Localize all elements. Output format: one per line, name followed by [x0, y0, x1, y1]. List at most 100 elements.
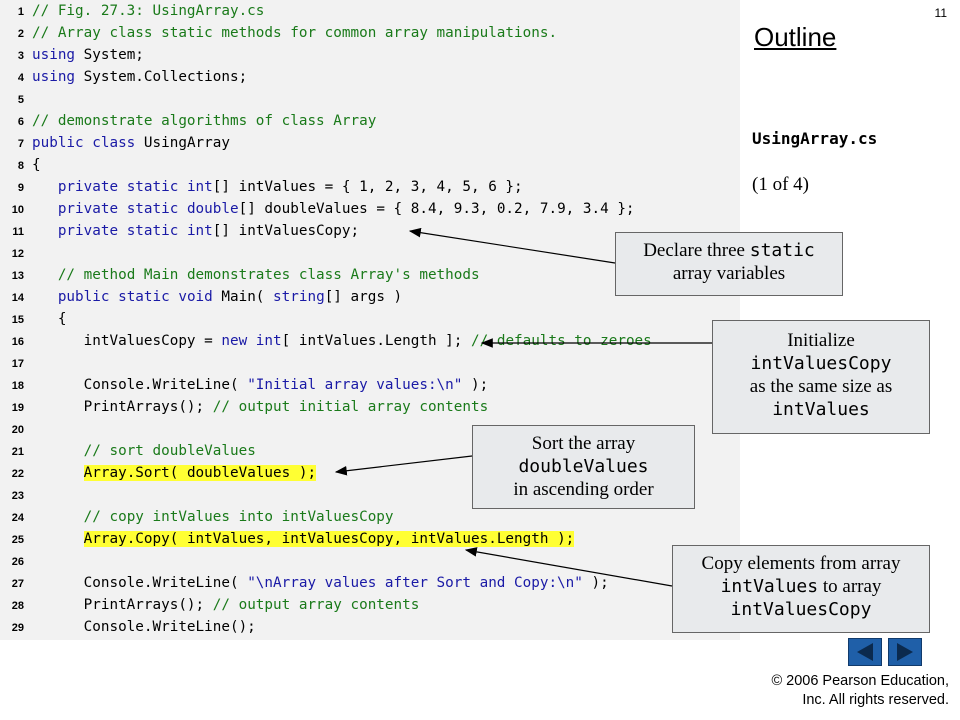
- code-token: // demonstrate algorithms of class Array: [32, 113, 377, 129]
- code-line: 28 PrintArrays(); // output array conten…: [0, 594, 420, 616]
- code-token: [] intValuesCopy;: [212, 223, 360, 239]
- line-number: 7: [17, 138, 24, 150]
- code-line: 24 // copy intValues into intValuesCopy: [0, 506, 394, 528]
- line-number: 28: [11, 600, 24, 612]
- code-line: 13 // method Main demonstrates class Arr…: [0, 264, 480, 286]
- code-line: 10 private static double[] doubleValues …: [0, 198, 635, 220]
- callout-initialize-text2: as the same size as: [749, 376, 893, 397]
- code-text: Console.WriteLine();: [32, 616, 256, 638]
- callout-initialize-text: Initialize: [787, 330, 855, 351]
- code-text: Console.WriteLine( "\nArray values after…: [32, 572, 609, 594]
- line-number: 4: [17, 72, 24, 84]
- line-number: 3: [17, 50, 24, 62]
- code-line: 3 using System;: [0, 44, 144, 66]
- code-token: using: [32, 47, 76, 63]
- code-text: public static void Main( string[] args ): [32, 286, 402, 308]
- code-token: );: [582, 575, 609, 591]
- code-line: 4 using System.Collections;: [0, 66, 247, 88]
- code-text: using System.Collections;: [32, 66, 247, 88]
- code-token: [32, 443, 84, 459]
- code-line: 12: [0, 242, 24, 264]
- code-token: public class: [32, 135, 136, 151]
- next-slide-button[interactable]: [888, 638, 922, 666]
- code-line: 25 Array.Copy( intValues, intValuesCopy,…: [0, 528, 575, 550]
- code-token: PrintArrays();: [32, 399, 213, 415]
- callout-declare-text2: array variables: [672, 263, 786, 284]
- code-token: private static int: [57, 179, 213, 195]
- callout-copy-code: intValues: [720, 576, 819, 597]
- code-line: 5: [0, 88, 24, 110]
- line-number: 13: [11, 270, 24, 282]
- line-number: 12: [11, 248, 24, 260]
- callout-sort-text: Sort the array: [531, 433, 636, 454]
- code-text: // Fig. 27.3: UsingArray.cs: [32, 0, 264, 22]
- code-line: 2// Array class static methods for commo…: [0, 22, 557, 44]
- line-number: 25: [11, 534, 24, 546]
- code-line: 18 Console.WriteLine( "Initial array val…: [0, 374, 488, 396]
- line-number: 20: [11, 424, 24, 436]
- code-token: [32, 531, 84, 547]
- line-number: 11: [12, 226, 24, 238]
- line-number: 17: [11, 358, 24, 370]
- code-text: public class UsingArray: [32, 132, 230, 154]
- code-token: // copy intValues into intValuesCopy: [83, 509, 394, 525]
- code-token: [ intValues.Length ];: [281, 333, 472, 349]
- copyright-notice: © 2006 Pearson Education, Inc. All right…: [771, 672, 949, 710]
- code-token: private static int: [57, 223, 213, 239]
- callout-copy: Copy elements from array intValues to ar…: [672, 545, 930, 633]
- code-token: // defaults to zeroes: [471, 333, 652, 349]
- outline-title: Outline: [754, 22, 837, 52]
- code-text: {: [32, 308, 67, 330]
- line-number: 26: [11, 556, 24, 568]
- code-line: 15 {: [0, 308, 67, 330]
- code-token: [] doubleValues = { 8.4, 9.3, 0.2, 7.9, …: [238, 201, 635, 217]
- code-token: System;: [75, 47, 144, 63]
- code-line: 7 public class UsingArray: [0, 132, 230, 154]
- code-token: // sort doubleValues: [83, 443, 256, 459]
- callout-copy-text2: to array: [818, 576, 882, 597]
- code-token: // Array class static methods for common…: [32, 25, 558, 41]
- page-number: 11: [934, 6, 947, 20]
- code-token: Console.WriteLine();: [32, 619, 256, 635]
- prev-slide-button[interactable]: [848, 638, 882, 666]
- code-token: Console.WriteLine(: [32, 575, 248, 591]
- line-number: 6: [17, 116, 24, 128]
- callout-declare: Declare three static array variables: [615, 232, 843, 296]
- triangle-left-icon: [857, 643, 873, 661]
- code-token: [32, 509, 84, 525]
- code-token: // output array contents: [212, 597, 420, 613]
- callout-initialize-code: intValuesCopy: [750, 353, 892, 374]
- highlighted-code: Array.Copy( intValues, intValuesCopy, in…: [83, 531, 575, 547]
- line-number: 27: [11, 578, 24, 590]
- code-token: "Initial array values:\n": [247, 377, 463, 393]
- code-line: 8{: [0, 154, 41, 176]
- code-token: [32, 289, 58, 305]
- code-token: {: [32, 311, 67, 327]
- callout-sort: Sort the array doubleValues in ascending…: [472, 425, 695, 509]
- code-token: [] intValues = { 1, 2, 3, 4, 5, 6 };: [212, 179, 523, 195]
- code-token: private static double: [57, 201, 239, 217]
- code-text: private static double[] doubleValues = {…: [32, 198, 635, 220]
- code-token: );: [462, 377, 489, 393]
- code-text: private static int[] intValues = { 1, 2,…: [32, 176, 523, 198]
- code-line: 6 // demonstrate algorithms of class Arra…: [0, 110, 376, 132]
- code-text: private static int[] intValuesCopy;: [32, 220, 359, 242]
- code-text: {: [32, 154, 41, 176]
- callout-copy-text: Copy elements from array: [701, 553, 901, 574]
- copyright-line2: Inc. All rights reserved.: [802, 692, 949, 708]
- code-text: intValuesCopy = new int[ intValues.Lengt…: [32, 330, 652, 352]
- code-text: using System;: [32, 44, 144, 66]
- code-text: // Array class static methods for common…: [32, 22, 557, 44]
- code-token: [] args ): [324, 289, 403, 305]
- code-token: string: [273, 289, 325, 305]
- line-number: 8: [17, 160, 24, 172]
- code-token: new int: [221, 333, 282, 349]
- code-text: // sort doubleValues: [32, 440, 256, 462]
- code-text: PrintArrays(); // output initial array c…: [32, 396, 489, 418]
- callout-initialize-code2: intValues: [772, 399, 870, 420]
- line-number: 15: [11, 314, 24, 326]
- line-number: 22: [11, 468, 24, 480]
- code-token: [32, 179, 58, 195]
- file-name: UsingArray.cs: [752, 129, 878, 148]
